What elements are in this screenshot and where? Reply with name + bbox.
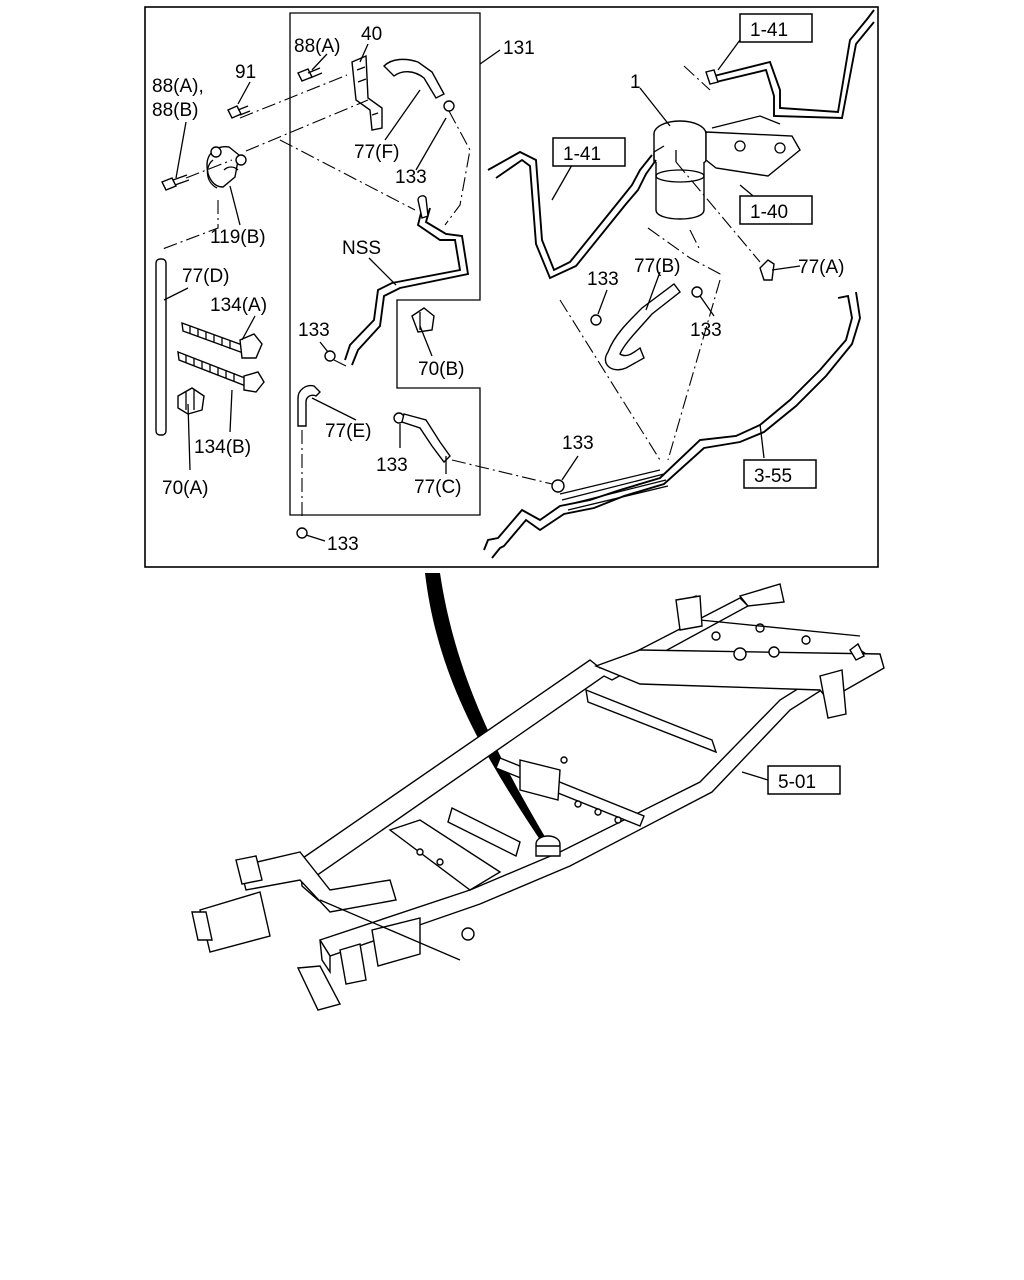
callout-77c: 77(C)	[414, 477, 462, 498]
pipe-nss	[344, 195, 470, 366]
bracket-40	[351, 54, 383, 131]
clamp-133-m	[551, 479, 565, 493]
callout-77b: 77(B)	[634, 256, 680, 277]
clamp-133-r	[691, 286, 703, 298]
clamp-70b	[411, 307, 435, 333]
clamp-133-l	[324, 350, 336, 362]
callout-133-b: 133	[587, 269, 619, 290]
hose-77d	[155, 258, 167, 436]
hose-77c	[401, 413, 451, 464]
clip-134a	[181, 321, 263, 359]
clamp-70a	[177, 387, 205, 415]
clamp-133-bot	[296, 527, 308, 539]
callout-88ab-line1: 88(A),	[152, 76, 204, 97]
fuel-filter-1	[653, 120, 707, 220]
callout-131: 131	[503, 38, 535, 59]
callout-133-bot: 133	[327, 534, 359, 555]
callout-77d: 77(D)	[182, 266, 230, 287]
ref-1-40: 1-40	[750, 202, 788, 223]
callout-134a: 134(A)	[210, 295, 267, 316]
clamp-133-b	[590, 314, 602, 326]
ref-1-41-top: 1-41	[750, 20, 788, 41]
callout-119b: 119(B)	[210, 227, 266, 248]
leader-lines	[163, 39, 801, 781]
callout-70b: 70(B)	[418, 359, 464, 380]
callout-133-m: 133	[562, 433, 594, 454]
clip-134b	[177, 350, 265, 393]
pointer-arrow	[425, 573, 548, 846]
filter-mount-bracket-1-40	[705, 115, 801, 177]
detail-frame	[144, 6, 879, 568]
fuel-line-3-55	[483, 291, 861, 559]
callout-77e: 77(E)	[325, 421, 371, 442]
callout-133-r: 133	[690, 320, 722, 341]
callout-1: 1	[630, 72, 641, 93]
vehicle-frame-chassis	[191, 583, 885, 1011]
hose-77e	[297, 384, 321, 427]
hose-77b	[604, 283, 681, 371]
callout-88a-top: 88(A)	[294, 36, 340, 57]
ref-box-1-41-mid: 1-41	[552, 137, 626, 167]
callout-77f: 77(F)	[354, 142, 399, 163]
callout-133-f: 133	[395, 167, 427, 188]
bracket-119b	[206, 146, 247, 189]
callout-77a: 77(A)	[798, 257, 844, 278]
callout-nss: NSS	[342, 238, 381, 259]
callout-133-e: 133	[376, 455, 408, 476]
callout-40: 40	[361, 24, 382, 45]
ref-box-5-01: 5-01	[767, 765, 841, 795]
callout-70a: 70(A)	[162, 478, 208, 499]
bolt-88a-top	[297, 67, 323, 82]
ref-3-55: 3-55	[754, 466, 792, 487]
pipe-1-41-top	[705, 9, 875, 119]
callout-91: 91	[235, 62, 256, 83]
pipe-1-41-mid	[487, 150, 657, 280]
clamp-133-f	[443, 100, 455, 112]
bolt-88ab	[161, 174, 190, 191]
ref-box-1-41-top: 1-41	[739, 13, 813, 43]
hose-77a	[759, 259, 775, 281]
ref-box-1-40: 1-40	[739, 195, 813, 225]
ref-5-01: 5-01	[778, 772, 816, 793]
callout-88ab-line2: 88(B)	[152, 100, 198, 121]
hose-77f	[383, 58, 445, 99]
subassembly-131-frame	[289, 12, 481, 516]
callout-133-l: 133	[298, 320, 330, 341]
callout-labels: 88(A) 40 131 88(A), 88(B) 91 77(F) 133 1…	[152, 24, 844, 555]
ref-box-3-55: 3-55	[743, 459, 817, 489]
ref-1-41-mid: 1-41	[563, 144, 601, 165]
bolt-91	[227, 105, 251, 119]
callout-134b: 134(B)	[194, 437, 251, 458]
